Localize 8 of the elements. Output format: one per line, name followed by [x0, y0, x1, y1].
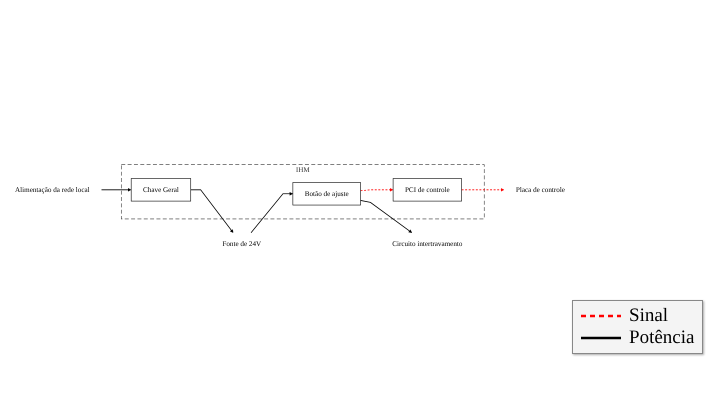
arrow	[360, 188, 394, 192]
arrow	[250, 192, 294, 234]
arrow	[360, 200, 412, 233]
arrow	[461, 188, 504, 192]
legend-text: Sinal	[629, 305, 668, 327]
arrow	[101, 188, 132, 192]
legend-text: Potência	[629, 327, 694, 349]
arrow	[190, 189, 234, 233]
